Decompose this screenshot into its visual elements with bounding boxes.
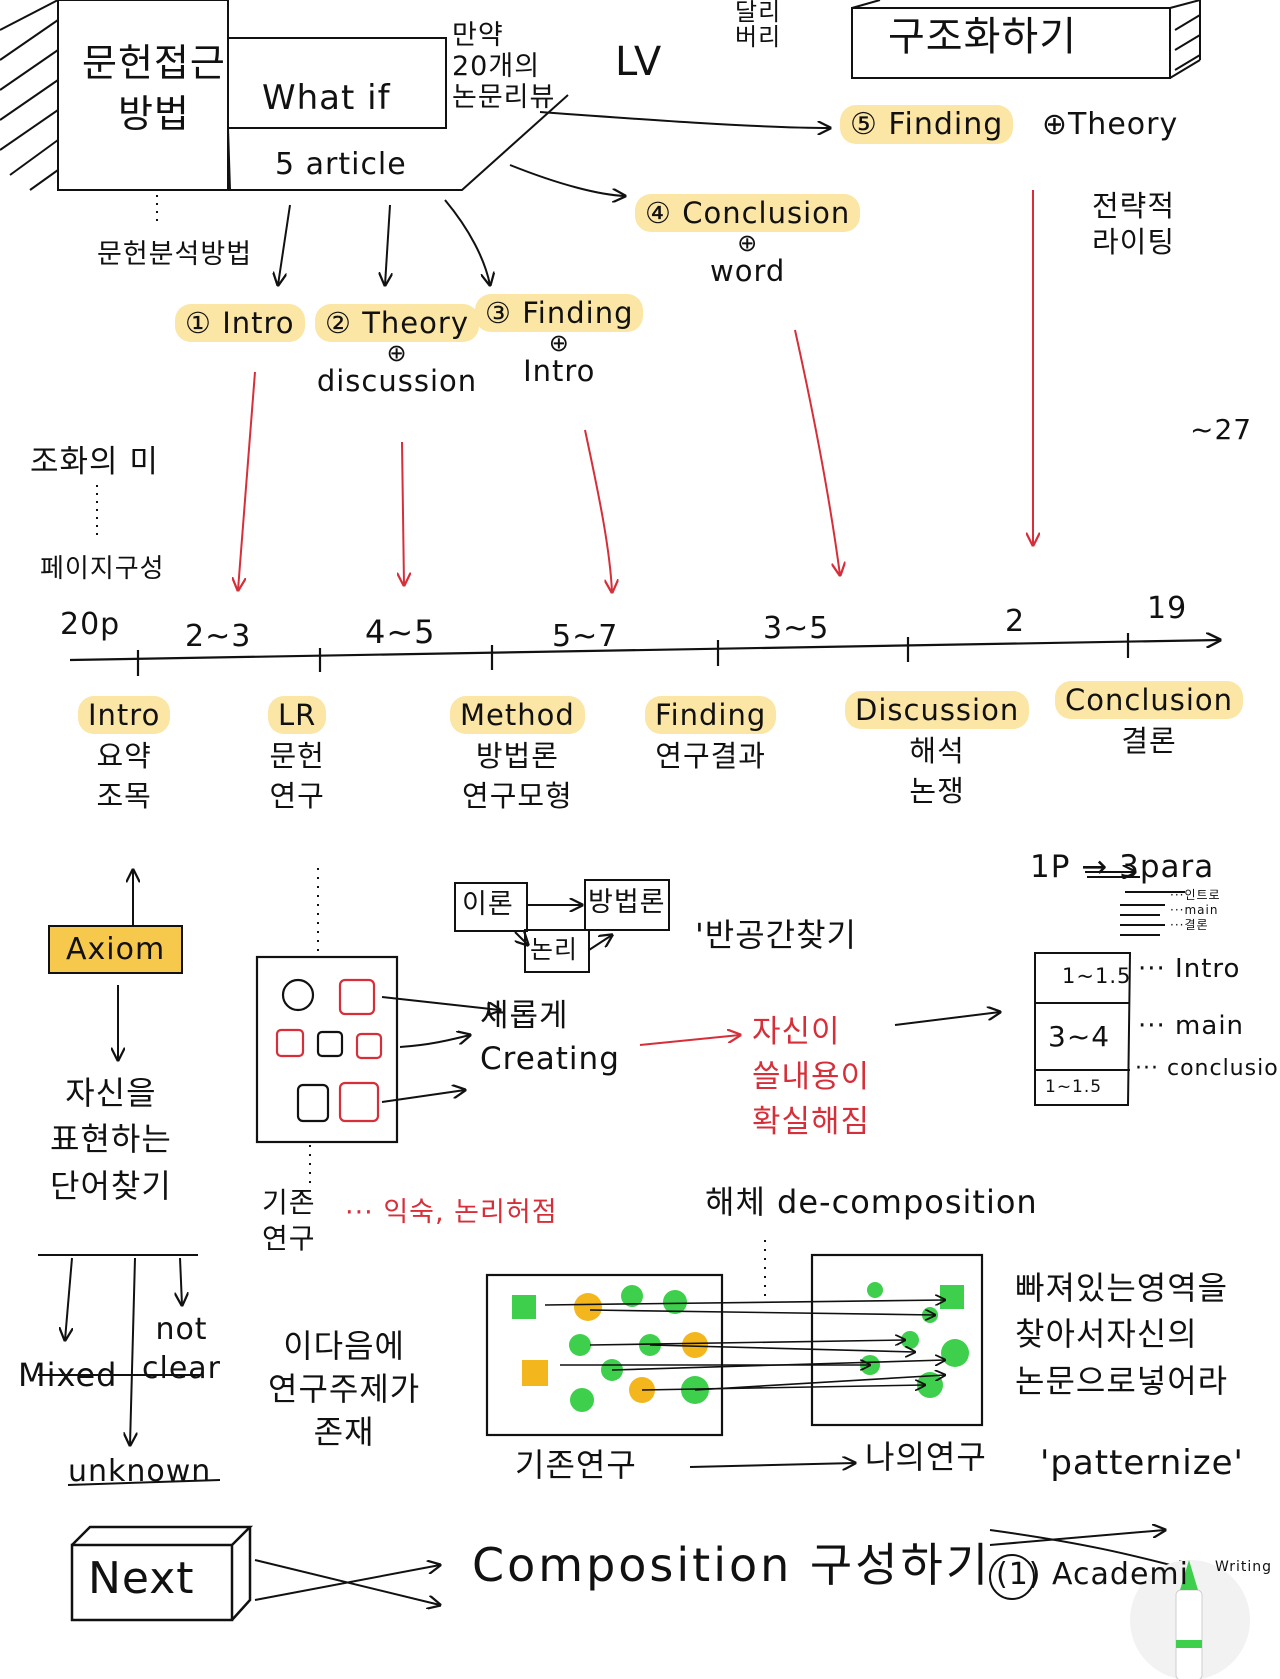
axiom-arrows (118, 870, 133, 1060)
five-article-label: 5 article (275, 147, 407, 182)
creating-arrows (381, 996, 1000, 1103)
clear-red-arrow (639, 1035, 740, 1046)
axiom-box: Axiom (48, 925, 184, 974)
range-intro: 2~3 (185, 619, 252, 654)
logic-label: 논리 (530, 935, 579, 964)
range-discussion: 2 (1005, 604, 1026, 639)
decomposition-label: 해체 de-composition (705, 1183, 1038, 1221)
existing-to-mine-arrow (689, 1463, 855, 1467)
range-lr: 4~5 (365, 613, 436, 651)
step-5-finding: ⑤ Finding ⊕Theory (840, 105, 1178, 144)
theory-boxes (454, 879, 670, 973)
para-row-2-range: 3~4 (1048, 1020, 1111, 1053)
branch-tree (38, 1254, 221, 1486)
red-arrows (238, 190, 1033, 592)
range-finding: 3~5 (763, 611, 830, 646)
old-research-dots (512, 1285, 709, 1412)
next-box (70, 1525, 254, 1622)
section-conclusion: Conclusion 결론 (1055, 680, 1244, 761)
page-composition-label: 페이지구성 (40, 554, 165, 584)
para-row-2-label: ··· main (1138, 1011, 1245, 1041)
range-method: 5~7 (552, 619, 619, 654)
pen-icon (1130, 1560, 1250, 1679)
branch-mixed: Mixed (18, 1356, 118, 1394)
writing-tail-label: Writing (1215, 1559, 1272, 1575)
note-27-label: ~27 (1190, 413, 1253, 446)
decomp-arrows (544, 1300, 945, 1391)
one-page-label: 1P → 3para (1030, 849, 1215, 885)
section-finding: Finding 연구결과 (645, 695, 777, 776)
timeline-axis (69, 633, 1220, 676)
next-label: Next (88, 1553, 195, 1604)
harmony-label: 조화의 미 (30, 444, 159, 480)
step-4-conclusion: ④ Conclusion ⊕ word (635, 194, 861, 288)
find-gap-label: '반공간찾기 (695, 916, 857, 954)
para-row-3-label: ··· conclusion (1135, 1056, 1280, 1081)
top-arrows (278, 111, 830, 285)
methodology-label: 방법론 (588, 887, 666, 918)
structure-box-3d (851, 0, 1201, 79)
familiar-label: ··· 익숙, 논리허점 (345, 1197, 558, 1228)
step-2-theory: ② Theory ⊕ discussion (315, 304, 479, 399)
decomp-boxes (485, 1253, 984, 1437)
analysis-method-label: 문헌분석방법 (97, 239, 253, 270)
structure-label: 구조화하기 (888, 14, 1077, 60)
para-row-3-range: 1~1.5 (1045, 1077, 1103, 1097)
para-row-1-label: ··· Intro (1138, 954, 1241, 984)
lv-label: LV (615, 39, 663, 85)
my-research-label: 나의연구 (865, 1438, 987, 1476)
timeline-start: 20p (60, 607, 121, 642)
theory-label: 이론 (462, 889, 514, 920)
academic-circle (989, 1554, 1035, 1600)
composition-label: Composition 구성하기 (472, 1538, 992, 1592)
para-row-1-range: 1~1.5 (1062, 964, 1132, 988)
branch-unknown: unknown (68, 1454, 212, 1489)
patternize-label: 'patternize' (1040, 1443, 1244, 1483)
range-total: 19 (1147, 591, 1188, 626)
para-notes: ···인트로···main···결론 (1170, 888, 1221, 932)
what-if-label: What if (262, 78, 391, 118)
method-box-3d (0, 0, 447, 191)
existing-research-bottom: 기존연구 (515, 1446, 637, 1484)
academic-label: (1) Academi (996, 1557, 1189, 1592)
step-3-finding: ③ Finding ⊕ Intro (475, 294, 644, 388)
research-box (255, 955, 399, 1144)
step-1-intro: ① Intro (175, 304, 305, 342)
article-shape (227, 94, 569, 191)
paragraph-box (1034, 876, 1185, 1106)
